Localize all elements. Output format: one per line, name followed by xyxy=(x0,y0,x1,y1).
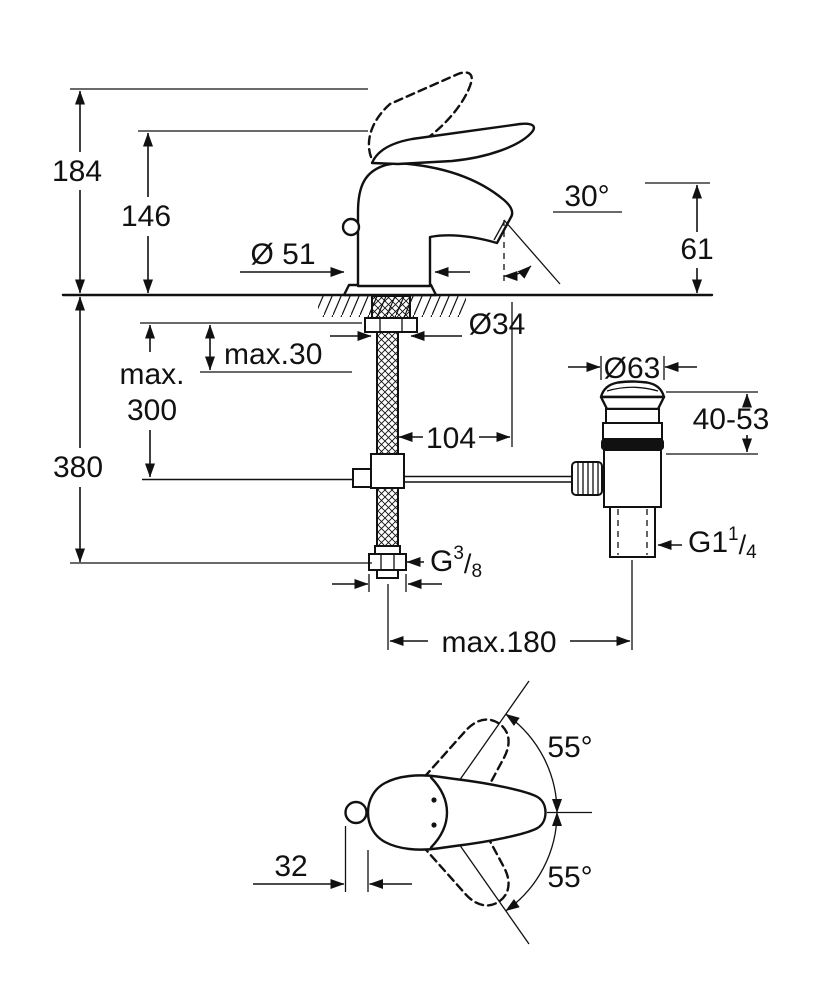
dim-g38: G3/8 xyxy=(332,543,482,592)
dim-380: 380 xyxy=(53,296,372,564)
dim-label-swivel-down: 55° xyxy=(547,861,592,894)
thread-numerator: 3 xyxy=(453,543,464,564)
thread-base: G1 xyxy=(688,526,728,559)
drain-neck xyxy=(605,408,660,424)
dim-label-spout-height: 61 xyxy=(680,233,713,266)
thread-numerator: 1 xyxy=(728,524,739,545)
dim-label-hole-diameter: Ø34 xyxy=(469,308,526,341)
drain-upper-body xyxy=(602,422,663,440)
thread-slash: / xyxy=(739,530,747,560)
drain-body xyxy=(603,449,662,508)
dim-label-drain-height-range: 40-53 xyxy=(693,403,770,436)
rod-coupling-block xyxy=(370,453,405,489)
pivot-detail-dot xyxy=(431,822,437,828)
pivot-detail-dot xyxy=(431,797,437,803)
thread-base: G xyxy=(430,545,453,578)
threaded-shank xyxy=(371,295,411,319)
aerator-line xyxy=(493,221,505,241)
hose-tip xyxy=(376,569,399,579)
swivel-arc-upper xyxy=(505,713,562,813)
dim-label-height-total: 184 xyxy=(52,155,102,188)
dim-label-drain-thread: G11/4 xyxy=(688,524,757,563)
dim-label-spout-reach: 104 xyxy=(426,422,476,455)
dim-label-hose-length-prefix: max. xyxy=(119,358,184,391)
dim-32: 32 xyxy=(253,826,412,892)
dim-o51: Ø 51 xyxy=(240,238,470,277)
lift-rod-knob xyxy=(341,217,361,237)
thread-slash: / xyxy=(464,549,472,579)
dim-label-hose-length-value: 300 xyxy=(127,394,177,427)
dim-label-base-diameter: Ø 51 xyxy=(250,238,315,271)
dim-label-drain-flange-diameter: Ø63 xyxy=(604,352,661,385)
pop-up-knurled-knob xyxy=(571,461,603,496)
drain-tailpipe xyxy=(609,506,656,558)
supply-hose-upper xyxy=(376,331,399,455)
thread-denominator: 8 xyxy=(471,561,482,582)
rod-coupling-tab xyxy=(352,468,372,488)
dim-label-swivel-up: 55° xyxy=(547,731,592,764)
swivel-axis-upper xyxy=(447,680,530,797)
dim-o63: Ø63 xyxy=(568,352,697,385)
handle-joint-line xyxy=(429,776,449,849)
faucet-handle xyxy=(370,122,536,166)
dim-max-300: max. 300 xyxy=(119,322,362,478)
hose-collar xyxy=(374,545,401,555)
thread-denominator: 4 xyxy=(746,542,757,563)
dim-label-spout-angle: 30° xyxy=(564,180,609,213)
supply-hose-lower xyxy=(376,487,399,547)
swivel-arc-lower xyxy=(505,812,562,912)
faucet-handle-raised-outline xyxy=(367,71,473,163)
faucet-side-view xyxy=(341,71,536,297)
dim-40-53: 40-53 xyxy=(666,391,770,455)
dim-label-max-span: max.180 xyxy=(441,626,556,659)
drain-seal-ring xyxy=(601,439,664,450)
dim-label-depth-total: 380 xyxy=(53,451,103,484)
lift-rod-knob-plan xyxy=(344,800,368,825)
faucet-body xyxy=(356,161,514,288)
mounting-nut xyxy=(364,317,418,333)
drain-flange-skirt xyxy=(599,395,666,411)
dim-label-hose-thread: G3/8 xyxy=(430,543,482,582)
faucet-top-view: 55° 55° xyxy=(344,680,593,945)
dim-max-30: max.30 xyxy=(200,324,352,373)
drain-assembly xyxy=(571,380,666,558)
dim-label-height-to-handle: 146 xyxy=(121,200,171,233)
flange-inner-line xyxy=(606,386,659,392)
drain-flange-dome xyxy=(599,380,666,399)
faucet-plan-outline xyxy=(366,774,547,851)
dim-max-180: max.180 xyxy=(387,560,633,659)
dim-61: 61 xyxy=(645,182,714,294)
dim-label-deck-thickness: max.30 xyxy=(224,338,322,371)
dim-g114: G11/4 xyxy=(657,524,757,563)
dim-label-knob-projection: 32 xyxy=(274,850,307,883)
hose-end-nut xyxy=(368,553,407,571)
dim-104: 104 xyxy=(398,302,513,455)
dim-o34: Ø34 xyxy=(330,308,525,341)
dim-146: 146 xyxy=(121,130,368,294)
dim-30deg: 30° xyxy=(503,180,622,285)
angle-arc xyxy=(503,265,532,281)
dim-184: 184 xyxy=(52,88,368,294)
angle-leg-line xyxy=(503,219,561,285)
swivel-axis-lower xyxy=(447,828,530,945)
under-deck-assembly xyxy=(142,295,573,579)
